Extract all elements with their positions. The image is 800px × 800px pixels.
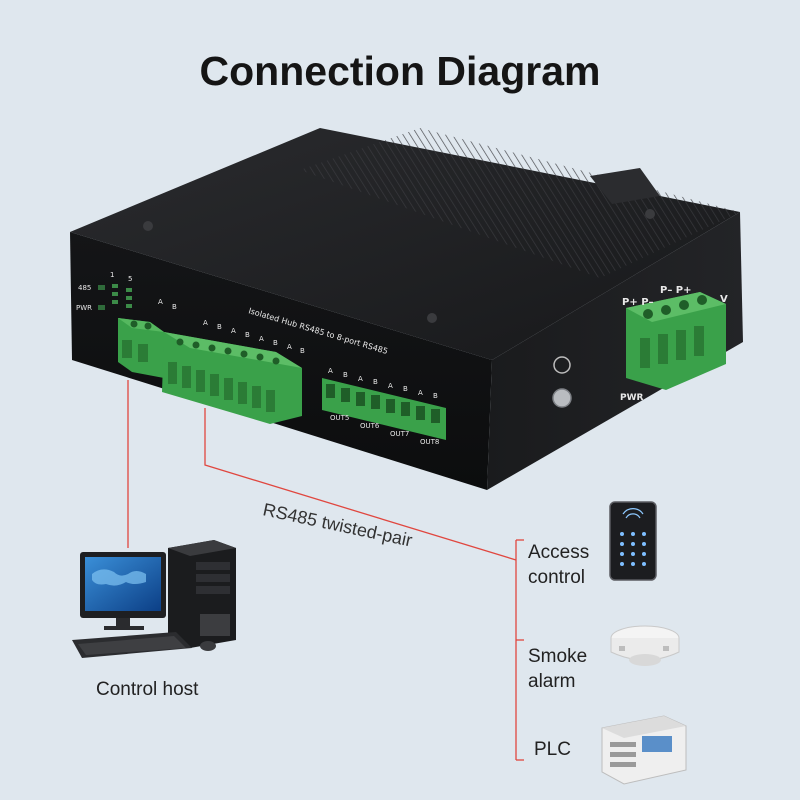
led-number-5: 5	[128, 275, 132, 283]
access-control-keypad-icon	[609, 501, 657, 581]
screw-icon	[143, 221, 153, 231]
monitor-screen	[85, 557, 161, 611]
din-rail-clip	[590, 168, 660, 204]
power-label-left: P+ P–	[622, 297, 654, 308]
ground-symbol-icon	[553, 356, 571, 374]
input-label-b: B	[172, 303, 177, 311]
svg-text:B: B	[273, 339, 278, 347]
led-label-pwr: PWR	[76, 304, 92, 312]
rs485-bus-wire	[204, 408, 517, 561]
smoke-alarm-icon	[610, 625, 680, 666]
power-terminal-block	[626, 292, 726, 390]
power-label-unit: V	[720, 294, 728, 305]
plc-icon	[601, 715, 687, 785]
led-panel: 485 PWR 1 5	[76, 271, 132, 312]
device-label-smoke-line2: alarm	[528, 671, 576, 692]
port-label-out7: OUT7	[390, 430, 409, 438]
input-terminal-block	[118, 318, 164, 378]
output-port-labels: OUT5 OUT6 OUT7 OUT8	[330, 414, 439, 446]
svg-text:B: B	[343, 371, 348, 379]
main-terminal-block	[162, 332, 302, 424]
svg-text:A: A	[418, 389, 423, 397]
power-label-pwr: PWR	[620, 393, 644, 403]
svg-text:A: A	[358, 375, 363, 383]
control-host-computer	[72, 540, 236, 658]
led-icon	[126, 288, 132, 292]
device-label-access-line1: Access	[528, 542, 590, 563]
led-icon	[112, 292, 118, 296]
svg-text:A: A	[259, 335, 264, 343]
power-label-right: P– P+	[660, 285, 692, 296]
mouse-icon	[200, 641, 216, 651]
svg-text:B: B	[217, 323, 222, 331]
port-label-out6: OUT6	[360, 422, 380, 430]
svg-text:A: A	[231, 327, 236, 335]
device-label-access-line2: control	[528, 567, 586, 588]
led-icon	[98, 305, 105, 310]
svg-text:B: B	[433, 392, 438, 400]
hub-cooling-fins	[300, 128, 740, 278]
output-ab-labels: A B A B A B A B	[328, 367, 438, 400]
output-port-sockets	[322, 378, 446, 440]
cable-label: RS485 twisted-pair	[261, 499, 414, 550]
control-host-label: Control host	[96, 679, 199, 700]
svg-text:A: A	[203, 319, 208, 327]
svg-text:B: B	[245, 331, 250, 339]
device-label-smoke-line1: Smoke	[528, 646, 588, 667]
led-icon	[126, 304, 132, 308]
svg-text:A: A	[287, 343, 292, 351]
screw-icon	[645, 209, 655, 219]
port-label-out8: OUT8	[420, 438, 439, 446]
port-label-out5: OUT5	[330, 414, 349, 422]
led-label-485: 485	[78, 284, 91, 292]
led-icon	[126, 296, 132, 300]
device-label-plc: PLC	[534, 739, 571, 760]
led-icon	[112, 300, 118, 304]
world-map-icon	[92, 569, 146, 586]
svg-text:A: A	[328, 367, 333, 375]
svg-text:B: B	[373, 378, 378, 386]
screw-icon	[427, 313, 437, 323]
led-icon	[112, 284, 118, 288]
monitor-stand	[116, 618, 130, 628]
svg-text:A: A	[388, 382, 393, 390]
hub-side-face	[487, 212, 743, 490]
led-number-1: 1	[110, 271, 114, 279]
rs485-hub-device: 485 PWR 1 5 Isolated Hub RS485 to 8-port…	[70, 128, 743, 490]
svg-text:B: B	[403, 385, 408, 393]
ground-screw-icon	[552, 388, 572, 408]
led-icon	[98, 285, 105, 290]
monitor-base	[104, 626, 144, 630]
input-label-a: A	[158, 298, 163, 306]
rs485-wiring	[127, 380, 524, 761]
svg-text:B: B	[300, 347, 305, 355]
page-title: Connection Diagram	[199, 48, 601, 94]
main-terminal-ab-labels: A B A B A B A B	[203, 319, 305, 355]
